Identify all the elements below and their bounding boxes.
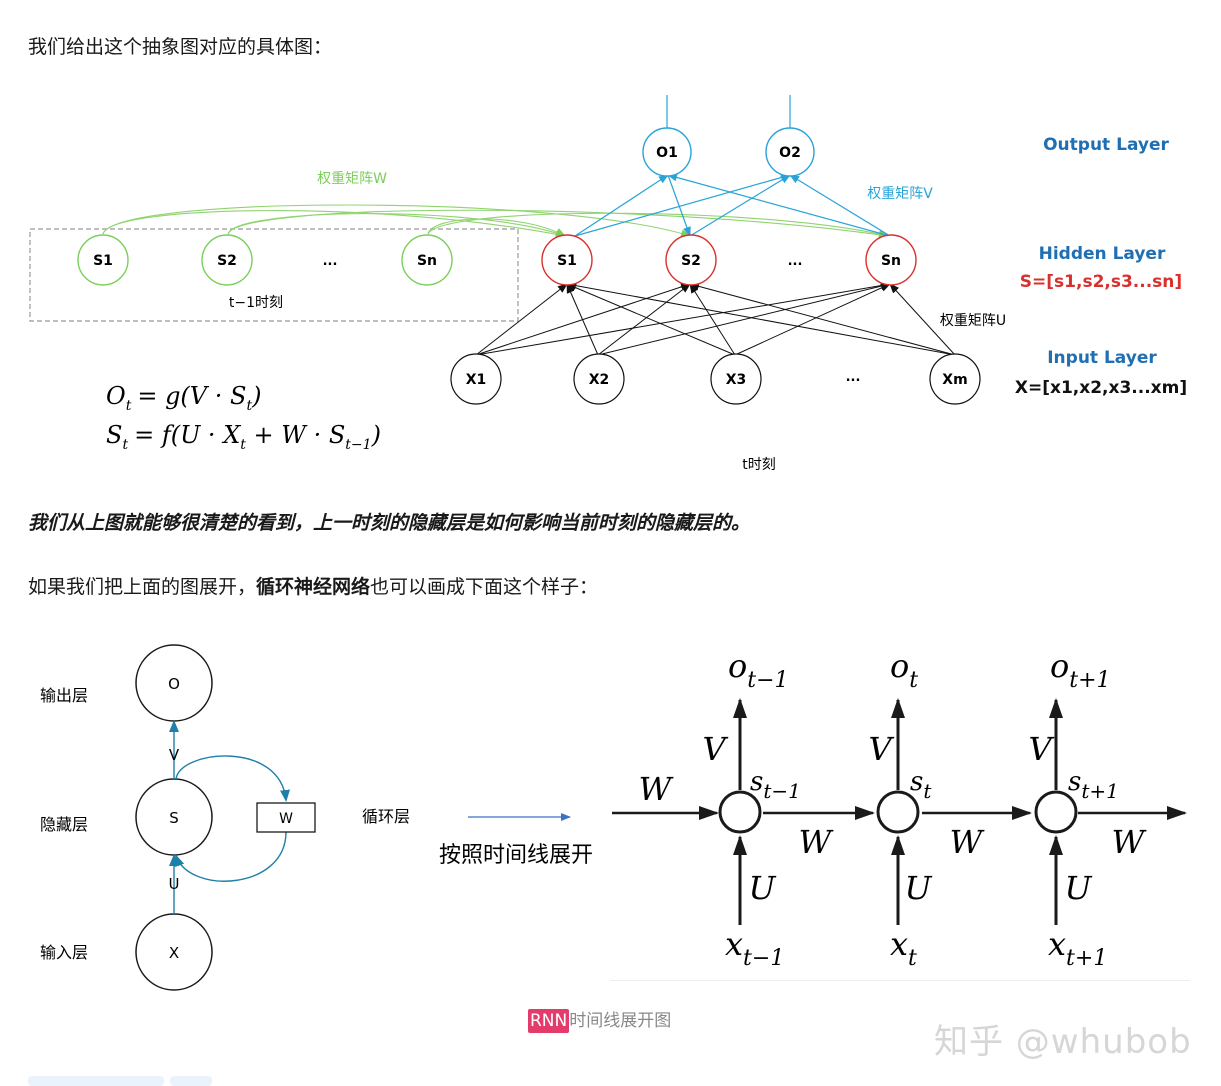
- w-label-out: W: [1112, 823, 1148, 861]
- weight-u-label: 权重矩阵U: [940, 313, 1006, 329]
- weight-w-label: 权重矩阵W: [317, 171, 387, 187]
- input-layer-label: Input Layer: [1047, 348, 1157, 368]
- rnn-unfold-diagram: 输出层 隐藏层 输入层 O S X V U W 循环层 按照时间线展开 W W …: [40, 644, 1187, 991]
- label-v-small: V: [169, 746, 180, 764]
- node-x: X: [135, 913, 213, 991]
- weight-v-connections: [574, 173, 891, 237]
- hidden-node-sn: Sn: [865, 234, 917, 286]
- svg-text:S2: S2: [217, 253, 237, 269]
- bold-statement: 我们从上图就能够很清楚的看到，上一时刻的隐藏层是如何影响当前时刻的隐藏层的。: [28, 512, 751, 534]
- step-t-minus-1: V U ot−1 st−1 xt−1: [702, 647, 800, 971]
- svg-text:ot: ot: [890, 647, 918, 693]
- rnn-concrete-diagram: S1 S2 ... Sn t−1时刻 权重矩阵W 权重矩阵V 权重矩阵U O1 …: [29, 95, 1187, 473]
- output-layer-label: Output Layer: [1043, 135, 1169, 155]
- svg-text:st+1: st+1: [1068, 767, 1119, 803]
- svg-text:V: V: [868, 730, 894, 768]
- svg-text:st: st: [910, 767, 932, 803]
- svg-text:O1: O1: [656, 145, 678, 161]
- svg-text:U: U: [905, 869, 933, 907]
- node-s: S: [135, 778, 213, 856]
- svg-text:W: W: [279, 811, 293, 827]
- weight-u-connections: [475, 281, 956, 356]
- svg-text:ot−1: ot−1: [728, 647, 789, 693]
- loop-arrow-in: [174, 831, 287, 882]
- figure-divider: [610, 980, 1190, 981]
- svg-text:St= f(U · Xt + W · St−1): St= f(U · Xt + W · St−1): [106, 421, 381, 453]
- prev-node-sn: Sn: [401, 234, 453, 286]
- prev-node-s2: S2: [201, 234, 253, 286]
- svg-text:xt+1: xt+1: [1048, 925, 1107, 971]
- node-o: O: [135, 644, 213, 722]
- hidden-layer-label: Hidden Layer: [1039, 244, 1166, 264]
- prev-node-s1: S1: [77, 234, 129, 286]
- weight-box-w: W: [256, 802, 316, 833]
- svg-text:ot+1: ot+1: [1050, 647, 1111, 693]
- hidden-vector-label: S=[s1,s2,s3...sn]: [1020, 272, 1182, 292]
- svg-text:O2: O2: [779, 145, 801, 161]
- tag-chip-2[interactable]: [170, 1076, 212, 1086]
- output-layer-cn: 输出层: [40, 686, 88, 705]
- svg-text:X1: X1: [466, 372, 487, 388]
- tag-chip[interactable]: [28, 1076, 164, 1086]
- prev-time-label: t−1时刻: [229, 295, 283, 311]
- svg-text:S1: S1: [557, 253, 577, 269]
- svg-text:Sn: Sn: [417, 253, 437, 269]
- svg-text:xt−1: xt−1: [725, 925, 784, 971]
- svg-text:V: V: [1028, 730, 1054, 768]
- input-node-x1: X1: [450, 353, 502, 405]
- unfold-text-before: 如果我们把上面的图展开，: [28, 576, 257, 598]
- loop-arrow-out: [175, 755, 290, 802]
- time-label: t时刻: [742, 457, 776, 473]
- step-t: V U ot st xt: [868, 647, 932, 971]
- rnn-term: 循环神经网络: [256, 576, 371, 598]
- input-node-x3: X3: [710, 353, 762, 405]
- step-t-plus-1: V U ot+1 st+1 xt+1: [1028, 647, 1118, 971]
- input-layer-cn: 输入层: [40, 943, 88, 962]
- w-label-1: W: [799, 823, 835, 861]
- equation-state: St= f(U · Xt + W · St−1): [106, 421, 381, 453]
- svg-text:U: U: [1065, 869, 1093, 907]
- input-node-ellipsis: ...: [846, 370, 861, 385]
- svg-text:Ot= g(V · St): Ot= g(V · St): [106, 382, 261, 414]
- prev-time-box: [29, 228, 519, 322]
- svg-text:Sn: Sn: [881, 253, 901, 269]
- label-u-small: U: [169, 875, 180, 893]
- svg-text:S1: S1: [93, 253, 113, 269]
- input-node-x2: X2: [573, 353, 625, 405]
- svg-text:st−1: st−1: [750, 767, 801, 803]
- unfold-text-after: 也可以画成下面这个样子：: [370, 576, 599, 598]
- watermark: 知乎 @whubob: [934, 1022, 1192, 1062]
- svg-text:X3: X3: [726, 372, 747, 388]
- input-node-xm: Xm: [929, 353, 981, 405]
- output-node-o1: O1: [642, 127, 692, 177]
- svg-text:X2: X2: [589, 372, 610, 388]
- input-vector-label: X=[x1,x2,x3...xm]: [1015, 378, 1187, 398]
- svg-text:U: U: [749, 869, 777, 907]
- svg-text:Xm: Xm: [942, 372, 967, 388]
- hidden-node-s2: S2: [665, 234, 717, 286]
- prev-node-ellipsis: ...: [323, 254, 338, 269]
- unfold-label: 按照时间线展开: [439, 843, 593, 868]
- w-label-in: W: [639, 770, 675, 808]
- output-node-o2: O2: [765, 127, 815, 177]
- caption-highlight: RNN: [528, 1009, 570, 1033]
- svg-text:xt: xt: [890, 925, 917, 971]
- weight-w-connections: [102, 204, 889, 239]
- svg-text:S2: S2: [681, 253, 701, 269]
- svg-text:V: V: [702, 730, 728, 768]
- hidden-node-s1: S1: [541, 234, 593, 286]
- w-label-2: W: [950, 823, 986, 861]
- equation-output: Ot= g(V · St): [106, 382, 261, 414]
- hidden-node-ellipsis: ...: [788, 254, 803, 269]
- intro-text: 我们给出这个抽象图对应的具体图：: [28, 36, 333, 58]
- weight-v-label: 权重矩阵V: [867, 186, 933, 202]
- unfold-text: 如果我们把上面的图展开，循环神经网络也可以画成下面这个样子：: [28, 572, 598, 599]
- caption-rest: 时间线展开图: [569, 1011, 672, 1031]
- svg-text:X: X: [169, 944, 179, 962]
- hidden-layer-cn: 隐藏层: [40, 815, 88, 834]
- loop-layer-cn: 循环层: [362, 807, 410, 826]
- svg-text:S: S: [169, 809, 179, 827]
- svg-text:O: O: [168, 675, 180, 693]
